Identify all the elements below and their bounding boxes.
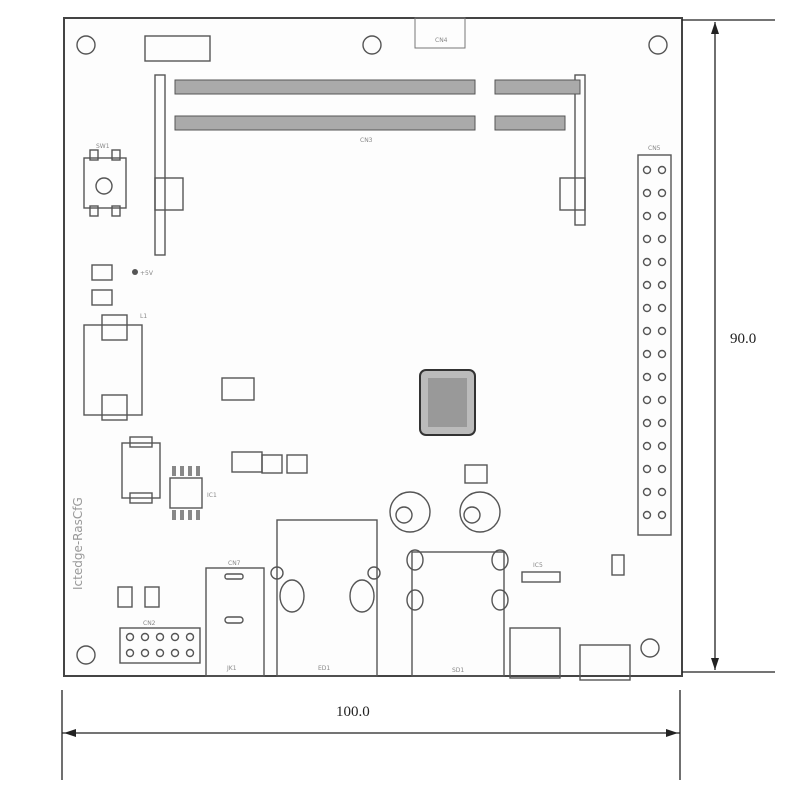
- header-pin: [642, 487, 652, 497]
- height-label: 90.0: [730, 331, 756, 347]
- header-pin: [657, 441, 667, 451]
- width-dimension: 100.0: [61, 690, 681, 780]
- sd-card-slot: SD1: [406, 549, 509, 677]
- header-pin: [657, 188, 667, 198]
- header-cn5: CN5: [637, 145, 672, 536]
- sd-label: SD1: [452, 667, 464, 674]
- sodimm-slot-cn3: CN3 CN4: [154, 37, 586, 256]
- eth-label: ED1: [318, 665, 330, 672]
- top-connector-cn6: [144, 17, 466, 62]
- header-pin: [642, 303, 652, 313]
- cn4-label: CN4: [435, 37, 448, 44]
- cn3-label: CN3: [360, 137, 373, 144]
- header-pin: [657, 303, 667, 313]
- header-pin: [140, 632, 150, 642]
- header-pin: [642, 188, 652, 198]
- header-pin: [125, 632, 135, 642]
- diode: [121, 442, 161, 499]
- header-pin: [657, 165, 667, 175]
- header-pin: [657, 418, 667, 428]
- power-jack: CN7 JK1: [205, 560, 265, 677]
- header-pin: [642, 510, 652, 520]
- header-pin: [657, 211, 667, 221]
- header-pin: [642, 234, 652, 244]
- usb-port: [579, 644, 631, 681]
- mounting-hole: [640, 638, 660, 658]
- l1-label: L1: [140, 313, 147, 320]
- header-pin: [155, 632, 165, 642]
- header-pin: [642, 165, 652, 175]
- width-label: 100.0: [336, 704, 370, 720]
- header-pin: [657, 234, 667, 244]
- header-pin: [642, 418, 652, 428]
- switch-sw1: SW1: [83, 143, 127, 217]
- header-pin: [140, 648, 150, 658]
- plus5v-label: +5V: [140, 270, 154, 277]
- height-dimension: 90.0: [682, 19, 775, 673]
- header-pin: [657, 487, 667, 497]
- header-cn2: CN2: [119, 620, 201, 664]
- brand-text: Ictedge-RasCfG: [71, 497, 85, 590]
- board: CN3 CN4 CN5 SW1 +5V L1: [63, 17, 683, 681]
- mounting-hole: [76, 35, 96, 55]
- header-pin: [657, 349, 667, 359]
- header-pin: [642, 326, 652, 336]
- header-pin: [657, 326, 667, 336]
- header-pin: [155, 648, 165, 658]
- jack-label: JK1: [226, 665, 237, 672]
- header-pin: [642, 257, 652, 267]
- header-pin: [185, 648, 195, 658]
- header-pin: [642, 211, 652, 221]
- cn2-label: CN2: [143, 620, 156, 627]
- header-pin: [657, 464, 667, 474]
- header-pin: [170, 648, 180, 658]
- header-pin: [642, 349, 652, 359]
- header-pin: [170, 632, 180, 642]
- header-pin: [657, 395, 667, 405]
- ic1-label: IC1: [207, 492, 217, 499]
- header-pin: [185, 632, 195, 642]
- ethernet-jack: ED1: [270, 519, 381, 677]
- inductor-l1: L1: [83, 313, 147, 421]
- header-pin: [642, 441, 652, 451]
- mounting-hole: [76, 645, 96, 665]
- main-chip: [419, 369, 476, 436]
- cn5-label: CN5: [648, 145, 661, 152]
- usb-port: [509, 627, 561, 679]
- header-pin: [657, 510, 667, 520]
- mounting-hole: [648, 35, 668, 55]
- mounting-hole: [362, 35, 382, 55]
- sw1-label: SW1: [96, 143, 110, 150]
- cn7-label: CN7: [228, 560, 241, 567]
- header-pin: [657, 372, 667, 382]
- ic1: IC1: [169, 466, 217, 520]
- header-pin: [657, 257, 667, 267]
- ic5-label: IC5: [533, 562, 543, 569]
- header-pin: [642, 464, 652, 474]
- header-pin: [657, 280, 667, 290]
- header-pin: [125, 648, 135, 658]
- header-pin: [642, 395, 652, 405]
- header-pin: [642, 280, 652, 290]
- header-pin: [642, 372, 652, 382]
